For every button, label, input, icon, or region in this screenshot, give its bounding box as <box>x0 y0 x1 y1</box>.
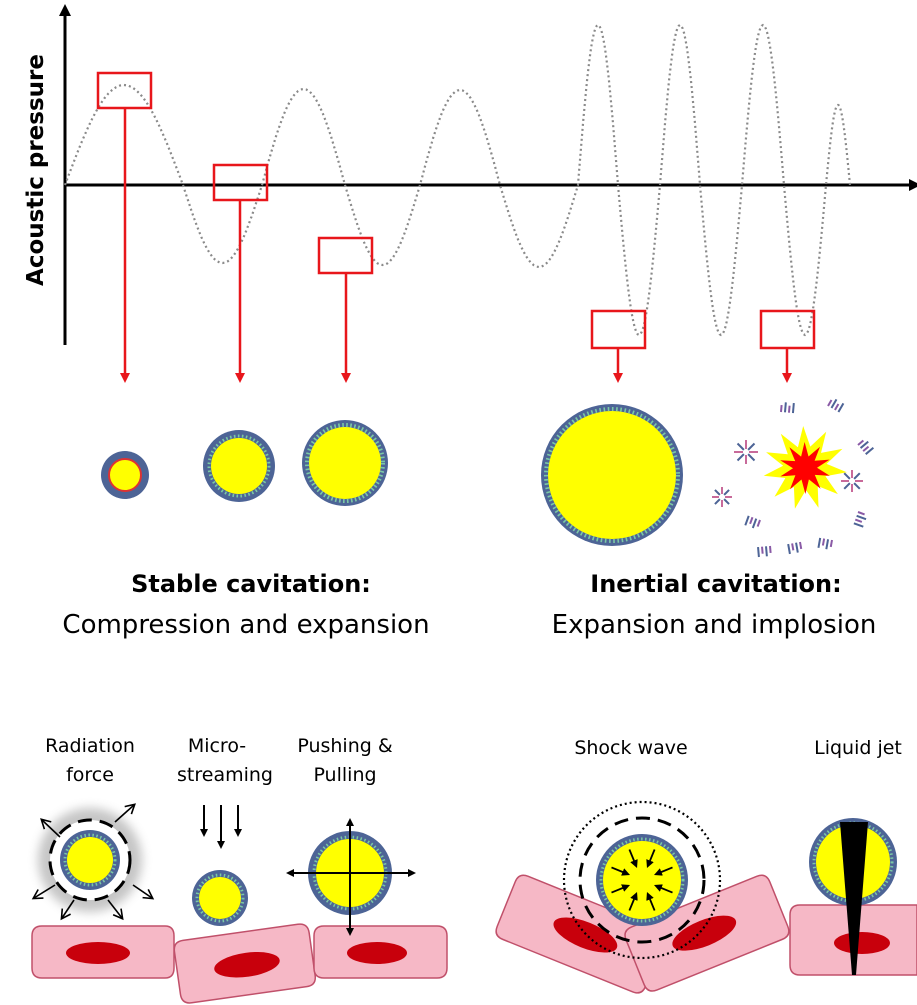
sample-box-peak <box>96 71 153 110</box>
shell-fragment-burst <box>841 470 863 492</box>
shock-wave-bubble <box>562 800 722 960</box>
liquid-jet-bubble <box>809 818 897 975</box>
inertial-subtitle: Expansion and implosion <box>552 610 877 640</box>
shell-fragment <box>857 439 875 455</box>
inertial-title: Inertial cavitation: <box>590 570 841 598</box>
sample-box-inertial-1 <box>590 309 647 350</box>
cell-layer-stable <box>31 923 448 1004</box>
axes: Acoustic pressure <box>23 4 917 345</box>
implosion-arrow <box>611 884 630 894</box>
shell-fragment <box>853 511 867 528</box>
label-radiation-force-1: Radiation <box>45 735 135 757</box>
label-microstreaming-1: Micro- <box>188 735 246 757</box>
shell-fragment-burst <box>734 440 758 464</box>
bubble-expanded <box>302 420 388 506</box>
bubble-stages <box>101 398 875 558</box>
label-pushing-pulling-1: Pushing & <box>297 735 393 757</box>
y-axis-label: Acoustic pressure <box>23 54 49 286</box>
cell <box>31 925 175 979</box>
label-radiation-force-2: force <box>66 764 114 786</box>
label-microstreaming-2: streaming <box>177 764 273 786</box>
shell-fragment <box>827 398 845 413</box>
bubble-implosion <box>712 398 875 558</box>
stable-subtitle: Compression and expansion <box>62 610 429 640</box>
implosion-arrow <box>628 892 638 911</box>
microstreaming-bubble <box>192 805 248 926</box>
liquid-jet <box>840 822 868 975</box>
cell-nucleus <box>672 915 737 951</box>
implosion-arrow <box>646 892 656 911</box>
bubble-rest <box>203 430 275 502</box>
sample-markers <box>96 71 816 383</box>
implosion-arrow <box>611 866 630 876</box>
shell-fragment <box>757 545 772 558</box>
cell <box>624 874 790 992</box>
cell <box>313 925 448 979</box>
cell-nucleus <box>347 942 407 964</box>
implosion-arrow <box>654 884 673 894</box>
bubble-inertial-large <box>541 404 683 546</box>
implosion-arrow <box>646 849 656 868</box>
implosion-arrow <box>654 866 673 876</box>
label-liquid-jet: Liquid jet <box>814 737 902 759</box>
shell-fragment <box>787 541 803 555</box>
radiation-arrows <box>31 803 155 921</box>
shell-fragment <box>817 537 833 550</box>
implosion-arrow <box>628 849 638 868</box>
sample-box-inertial-2 <box>759 309 816 350</box>
shell-fragment <box>744 515 761 529</box>
cell-nucleus <box>214 951 280 978</box>
cell-nucleus <box>66 942 130 964</box>
stable-title: Stable cavitation: <box>131 570 371 598</box>
cell <box>173 923 317 1004</box>
shell-fragment <box>780 402 795 414</box>
radiation-force-bubble <box>31 803 155 921</box>
pressure-wave <box>63 23 852 337</box>
implosion-arrows <box>611 849 673 911</box>
implosion-star <box>780 442 830 494</box>
bubble-compressed <box>101 451 149 499</box>
cell-nucleus <box>834 932 890 954</box>
push-pull-arrows <box>286 818 416 936</box>
label-pushing-pulling-2: Pulling <box>313 764 376 786</box>
pushing-pulling-bubble <box>286 818 416 936</box>
streaming-arrows <box>200 805 242 849</box>
shell-fragment-burst <box>712 487 732 507</box>
label-shock-wave: Shock wave <box>574 737 687 759</box>
cell-nucleus <box>553 917 618 953</box>
